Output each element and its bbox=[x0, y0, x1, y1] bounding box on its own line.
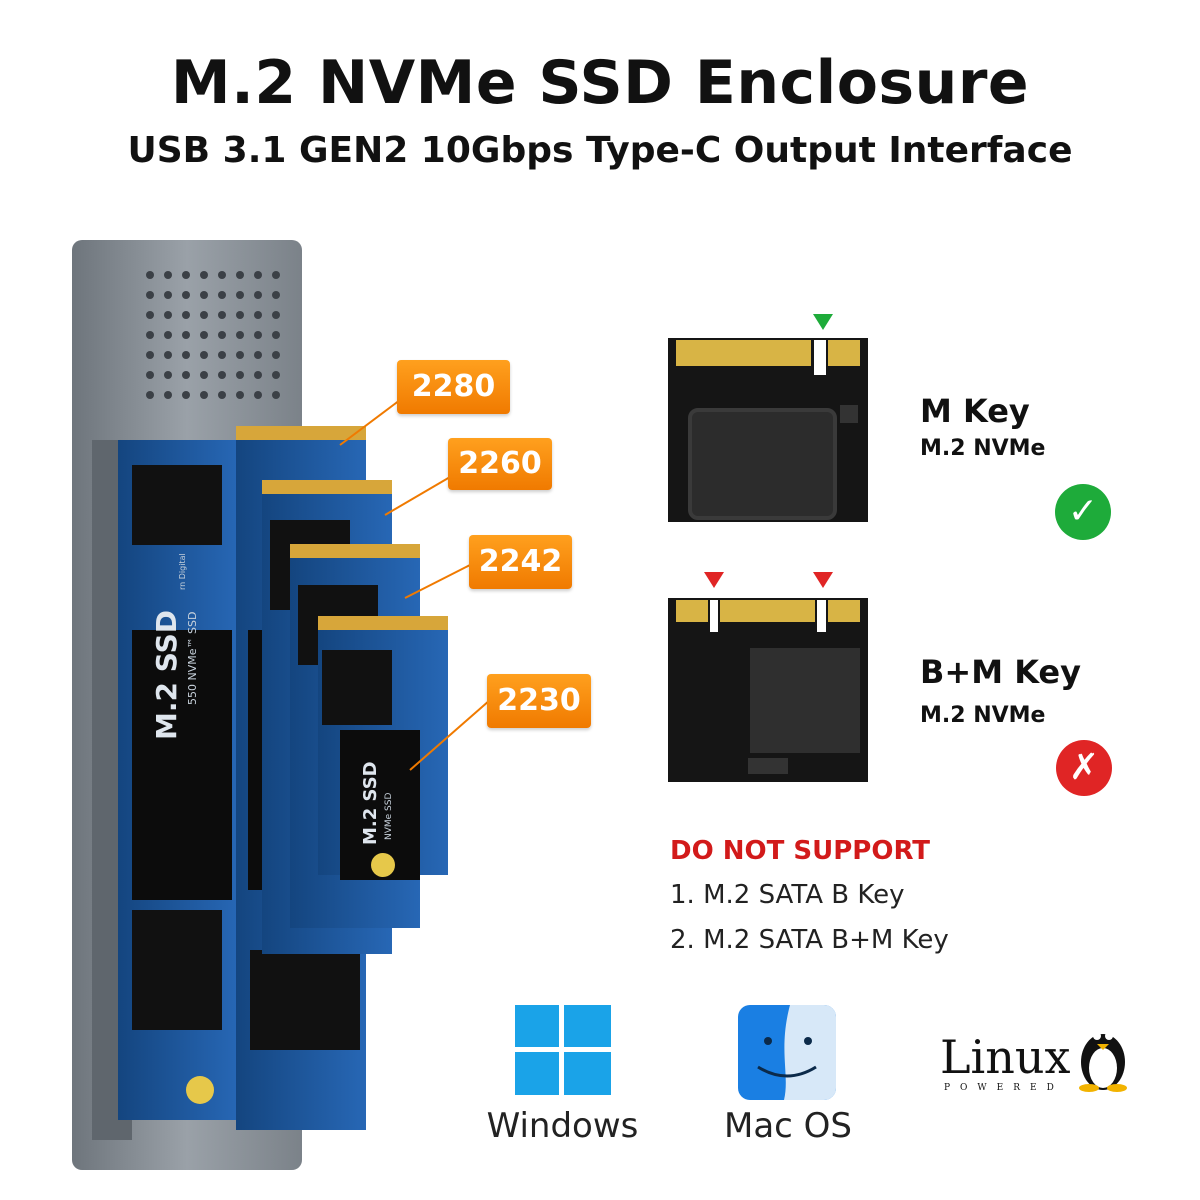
linux-powered-text: POWERED bbox=[944, 1083, 1064, 1093]
m-key-subtitle: M.2 NVMe bbox=[920, 436, 1046, 461]
notch-marker-green bbox=[813, 314, 833, 330]
linux-tux-icon bbox=[1079, 1032, 1127, 1092]
notch-marker-red-1 bbox=[704, 572, 724, 588]
size-tag-2242: 2242 bbox=[469, 535, 572, 589]
vent-grid bbox=[146, 271, 280, 399]
bm-key-subtitle: M.2 NVMe bbox=[920, 703, 1046, 728]
page-subtitle: USB 3.1 GEN2 10Gbps Type-C Output Interf… bbox=[127, 130, 1073, 171]
base-ssd-nvme-label: 550 NVMe™ SSD bbox=[186, 611, 199, 705]
enclosure-illustration bbox=[72, 240, 491, 1170]
small-ssd-nvme-label: NVMe SSD bbox=[384, 792, 394, 840]
cross-icon: ✗ bbox=[1056, 740, 1112, 796]
notch-marker-red-2 bbox=[813, 572, 833, 588]
size-tag-2230: 2230 bbox=[487, 674, 591, 728]
page-title: M.2 NVMe SSD Enclosure bbox=[170, 48, 1030, 118]
bm-key-title: B+M Key bbox=[920, 653, 1081, 691]
check-icon: ✓ bbox=[1055, 484, 1111, 540]
warning-title: DO NOT SUPPORT bbox=[670, 836, 931, 866]
macos-label: Mac OS bbox=[723, 1106, 852, 1146]
linux-logo-text: Linux bbox=[940, 1030, 1071, 1084]
base-ssd-label: M.2 SSD bbox=[150, 609, 183, 740]
size-tag-2280: 2280 bbox=[397, 360, 510, 414]
windows-label: Windows bbox=[486, 1106, 639, 1146]
windows-logo-icon bbox=[515, 1005, 611, 1095]
leader-lines bbox=[339, 399, 491, 771]
mac-finder-icon bbox=[738, 1005, 836, 1100]
warning-item-2: 2. M.2 SATA B+M Key bbox=[670, 925, 949, 955]
m-key-connector-image bbox=[668, 314, 868, 522]
brand-label: rn Digital bbox=[178, 553, 187, 590]
size-tag-2260: 2260 bbox=[448, 438, 552, 490]
bm-key-connector-image bbox=[668, 572, 868, 782]
small-ssd-label: M.2 SSD bbox=[360, 761, 381, 845]
m-key-title: M Key bbox=[920, 392, 1030, 430]
warning-item-1: 1. M.2 SATA B Key bbox=[670, 880, 905, 910]
